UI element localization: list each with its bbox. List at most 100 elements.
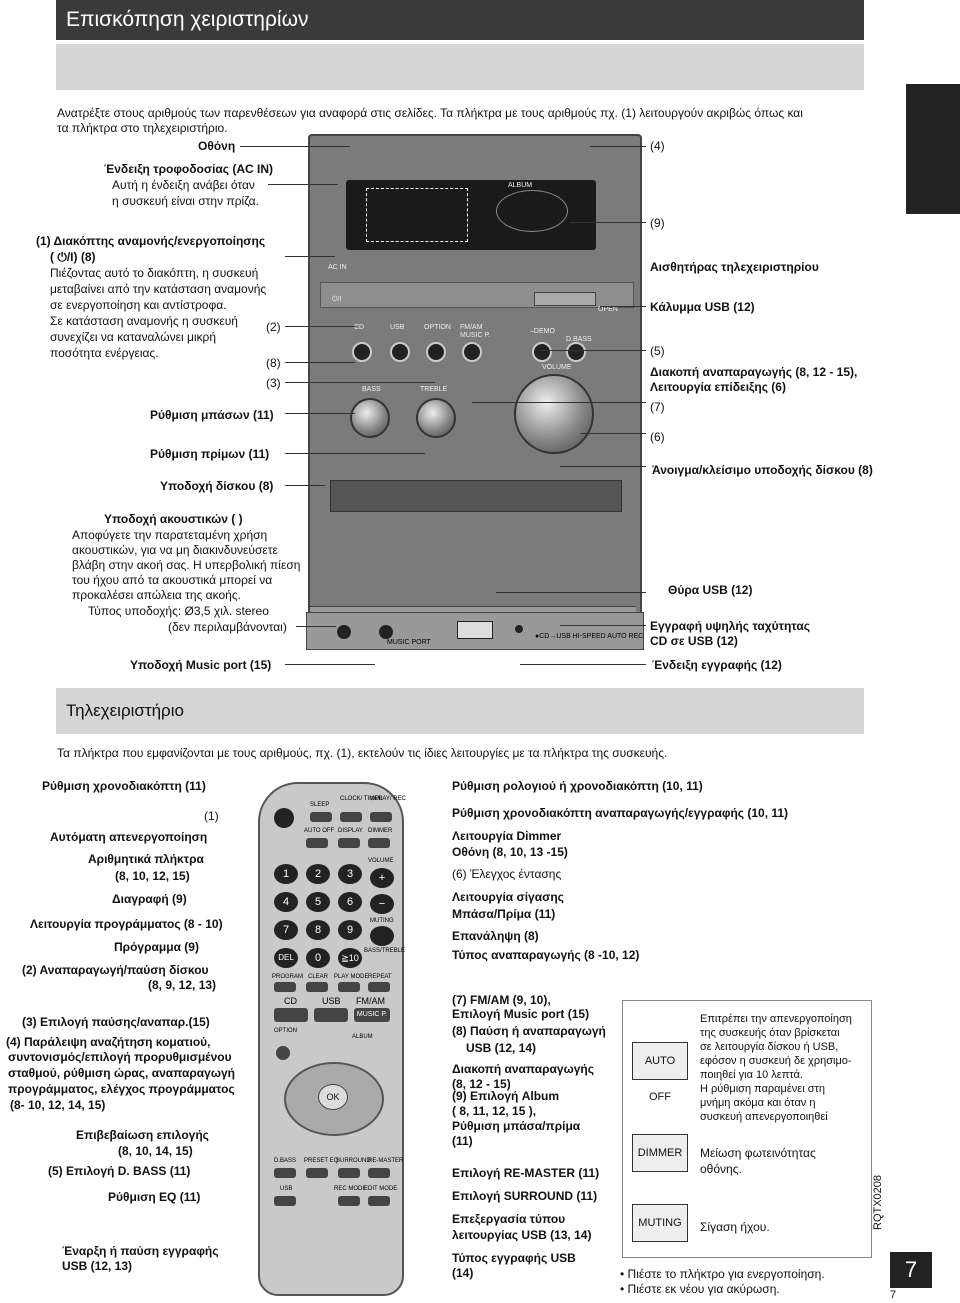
digit-6-button[interactable]: 6 bbox=[338, 892, 362, 912]
key-fm-label: FM/AM bbox=[356, 996, 385, 1006]
auto-off-desc-7: συσκευή απενεργοποιηθεί bbox=[700, 1111, 828, 1123]
bullet-1: • Πιέστε το πλήκτρο για ενεργοποίηση. bbox=[620, 1267, 825, 1281]
bullet-2-text: Πιέστε εκ νέου για ακύρωση. bbox=[627, 1282, 780, 1296]
ac-in-label: AC IN bbox=[328, 264, 347, 271]
digit-5-button[interactable]: 5 bbox=[306, 892, 330, 912]
key-volume-label: VOLUME bbox=[368, 858, 394, 864]
standby-desc-3: σε ενεργοποίηση και αντίστροφα. bbox=[50, 298, 227, 312]
stop-button[interactable] bbox=[532, 342, 552, 362]
key-display-label: DISPLAY bbox=[338, 828, 363, 834]
option-button[interactable] bbox=[426, 342, 446, 362]
usb-play-pause-button[interactable] bbox=[314, 1008, 348, 1022]
key-autooff-label: AUTO OFF bbox=[304, 828, 335, 834]
fm-label: FM/AM bbox=[460, 324, 483, 331]
key-playrec-label: ⊙PLAY/ REC bbox=[370, 796, 406, 802]
rec-mode-button[interactable] bbox=[338, 1196, 360, 1206]
digit-0-button[interactable]: 0 bbox=[306, 948, 330, 968]
hs-rec-label-1: Εγγραφή υψηλής ταχύτητας bbox=[650, 619, 810, 633]
digit-7-button[interactable]: 7 bbox=[274, 920, 298, 940]
key-dbass-label: D.BASS bbox=[274, 1158, 297, 1164]
headphone-jack[interactable] bbox=[337, 625, 351, 639]
volume-knob[interactable] bbox=[514, 374, 594, 454]
display-button[interactable] bbox=[338, 838, 360, 848]
digit-3-button[interactable]: 3 bbox=[338, 864, 362, 884]
volume-up-button[interactable]: + bbox=[370, 868, 394, 888]
key-cd-label: CD bbox=[284, 996, 297, 1006]
key-dimmer-label: DIMMER bbox=[368, 828, 393, 834]
sleep-button[interactable] bbox=[310, 812, 332, 822]
rr-fm: (7) FM/AM (9, 10), bbox=[452, 993, 551, 1007]
clear-button[interactable] bbox=[306, 982, 328, 992]
rl-skip1: (4) Παράλειψη αναζήτηση κοματιού, bbox=[6, 1035, 211, 1049]
digit-10plus-button[interactable]: ≧10 bbox=[338, 948, 362, 968]
usb-rec-button[interactable] bbox=[274, 1196, 296, 1206]
auto-off-desc-5: Η ρύθμιση παραμένει στη bbox=[700, 1083, 825, 1095]
power-button[interactable] bbox=[274, 808, 294, 828]
demo-label: –DEMO bbox=[530, 328, 555, 335]
clock-button[interactable] bbox=[340, 812, 362, 822]
ac-desc-1: Αυτή η ένδειξη ανάβει όταν bbox=[112, 178, 255, 192]
digit-4-button[interactable]: 4 bbox=[274, 892, 298, 912]
repeat-button[interactable] bbox=[368, 982, 390, 992]
rr-repeat: Επανάληψη (8) bbox=[452, 929, 539, 943]
remote-intro: Τα πλήκτρα που εμφανίζονται με τους αριθ… bbox=[57, 746, 668, 760]
music-port-jack[interactable] bbox=[379, 625, 393, 639]
usb-port-label: Θύρα USB (12) bbox=[668, 583, 753, 597]
edit-mode-button[interactable] bbox=[368, 1196, 390, 1206]
stop-remote-button[interactable] bbox=[276, 1046, 290, 1060]
bass-knob[interactable] bbox=[350, 398, 390, 438]
digit-9-button[interactable]: 9 bbox=[338, 920, 362, 940]
rr-play-mode: Τύπος αναπαραγωγής (8 -10, 12) bbox=[452, 948, 640, 962]
rl-ok2: (8, 10, 14, 15) bbox=[118, 1144, 193, 1158]
rl-skip3: σταθμού, ρύθμιση ώρας, αναπαραγωγή bbox=[8, 1066, 235, 1080]
rl-num1: Αριθμητικά πλήκτρα bbox=[88, 852, 204, 866]
headphone-desc-3: βλάβη στην ακοή σας. Η υπερβολική πίεση bbox=[72, 558, 301, 572]
muting-button[interactable] bbox=[370, 926, 394, 946]
delete-button[interactable]: DEL bbox=[274, 948, 298, 968]
rl-program-mode: Λειτουργία προγράμματος (8 - 10) bbox=[30, 917, 223, 931]
page-number-small: 7 bbox=[890, 1289, 897, 1301]
page-title: Επισκόπηση χειριστηρίων bbox=[56, 0, 864, 40]
rr-surround: Επιλογή SURROUND (11) bbox=[452, 1189, 598, 1203]
auto-off-button[interactable] bbox=[306, 838, 328, 848]
usb-port[interactable] bbox=[457, 621, 493, 639]
fm-music-button[interactable]: MUSIC P. bbox=[354, 1008, 390, 1022]
cd-play-button[interactable] bbox=[352, 342, 372, 362]
rr-stop2: USB (12, 14) bbox=[466, 1041, 537, 1055]
digit-8-button[interactable]: 8 bbox=[306, 920, 330, 940]
rec-indicator-label: Ένδειξη εγγραφής (12) bbox=[652, 658, 782, 672]
volume-down-button[interactable]: − bbox=[370, 894, 394, 914]
dbass-remote-button[interactable] bbox=[274, 1168, 296, 1178]
preset-eq-button[interactable] bbox=[306, 1168, 328, 1178]
remaster-button[interactable] bbox=[368, 1168, 390, 1178]
ok-button[interactable]: OK bbox=[318, 1084, 348, 1110]
usb-label: USB bbox=[390, 324, 405, 331]
treble-knob[interactable] bbox=[416, 398, 456, 438]
page-number-tab: 7 bbox=[890, 1252, 932, 1288]
play-rec-button[interactable] bbox=[370, 812, 392, 822]
usb-cover-label: Κάλυμμα USB (12) bbox=[650, 300, 755, 314]
remote-illustration: SLEEP CLOCK/ TIMER ⊙PLAY/ REC AUTO OFF D… bbox=[258, 782, 406, 1296]
surround-button[interactable] bbox=[338, 1168, 360, 1178]
dbass-button[interactable] bbox=[566, 342, 586, 362]
key-repeat-label: REPEAT bbox=[368, 974, 392, 980]
usb-play-button[interactable] bbox=[390, 342, 410, 362]
dimmer-button[interactable] bbox=[368, 838, 390, 848]
rl-timer: Ρύθμιση χρονοδιακόπτη (11) bbox=[42, 779, 206, 793]
rl-skip2: συντονισμός/επιλογή προρυθμισμένου bbox=[8, 1050, 232, 1064]
rr-music: Επιλογή Music port (15) bbox=[452, 1007, 590, 1021]
rr-pm1: Διακοπή αναπαραγωγής bbox=[452, 1062, 594, 1076]
digit-1-button[interactable]: 1 bbox=[274, 864, 298, 884]
usb-cover[interactable] bbox=[534, 292, 596, 306]
standby-desc-6: ποσότητα ενέργειας. bbox=[50, 346, 159, 360]
cd-play-pause-button[interactable] bbox=[274, 1008, 308, 1022]
key-sleep-label: SLEEP bbox=[310, 802, 330, 808]
music-port-title: Υποδοχή Music port (15) bbox=[130, 658, 272, 672]
stop-label: Διακοπή αναπαραγωγής (8, 12 - 15), bbox=[650, 365, 858, 379]
key-usb-rec-label: USB bbox=[280, 1186, 293, 1192]
digit-2-button[interactable]: 2 bbox=[306, 864, 330, 884]
program-button[interactable] bbox=[274, 982, 296, 992]
fm-button[interactable] bbox=[462, 342, 482, 362]
unit-display: ALBUM bbox=[346, 180, 596, 250]
play-mode-button[interactable] bbox=[338, 982, 360, 992]
